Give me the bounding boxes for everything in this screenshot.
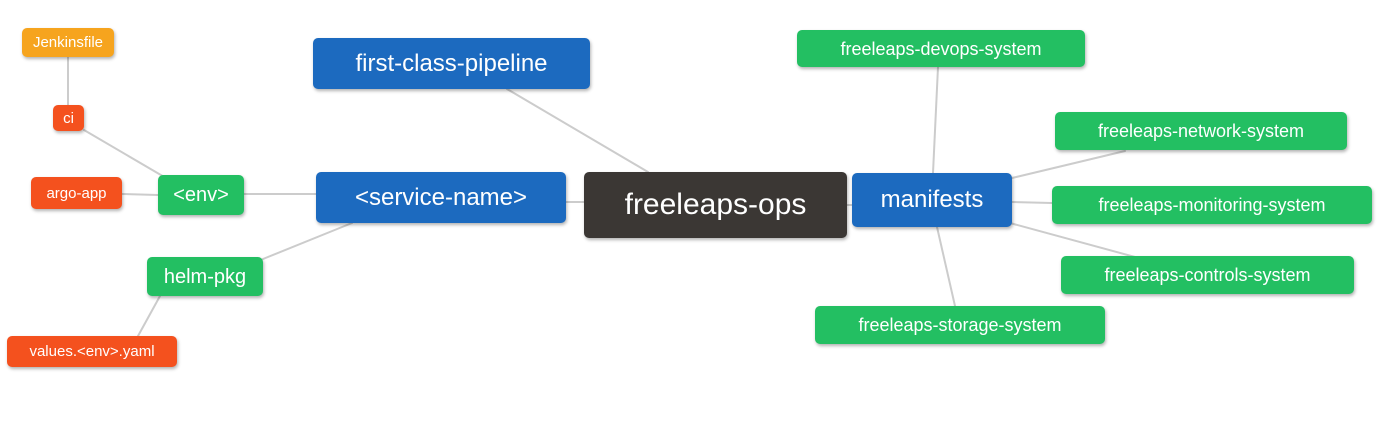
edge-service-name-to-helm-pkg [262,222,353,260]
mindmap-node-first-class-pipeline[interactable]: first-class-pipeline [313,38,590,89]
mindmap-node-helm-pkg[interactable]: helm-pkg [147,257,263,296]
mindmap-node-freeleaps-devops-system[interactable]: freeleaps-devops-system [797,30,1085,67]
mindmap-node-freeleaps-storage-system[interactable]: freeleaps-storage-system [815,306,1105,344]
mindmap-node-jenkinsfile[interactable]: Jenkinsfile [22,28,114,57]
mindmap-node-manifests[interactable]: manifests [852,173,1012,227]
mindmap-node-argo-app[interactable]: argo-app [31,177,122,209]
mindmap-node-freeleaps-controls-system[interactable]: freeleaps-controls-system [1061,256,1354,294]
mindmap-node-values-env-yaml[interactable]: values.<env>.yaml [7,336,177,367]
mindmap-node-freeleaps-monitoring-system[interactable]: freeleaps-monitoring-system [1052,186,1372,224]
edge-helm-pkg-to-values-env-yaml [137,295,161,337]
edge-manifests-to-freeleaps-devops-system [932,66,939,174]
edge-manifests-to-freeleaps-storage-system [936,226,956,307]
mindmap-node-ci[interactable]: ci [53,105,84,131]
edge-manifests-to-freeleaps-controls-system [1009,222,1136,258]
edge-argo-app-to-env [121,193,159,196]
mindmap-node-service-name[interactable]: <service-name> [316,172,566,223]
mindmap-node-freeleaps-ops[interactable]: freeleaps-ops [584,172,847,238]
mindmap-node-freeleaps-network-system[interactable]: freeleaps-network-system [1055,112,1347,150]
mindmap-node-env[interactable]: <env> [158,175,244,215]
edge-first-class-pipeline-to-freeleaps-ops [506,88,649,173]
edge-ci-to-env [83,129,167,179]
edge-manifests-to-freeleaps-monitoring-system [1011,201,1053,204]
edge-manifests-to-freeleaps-network-system [1011,150,1126,179]
